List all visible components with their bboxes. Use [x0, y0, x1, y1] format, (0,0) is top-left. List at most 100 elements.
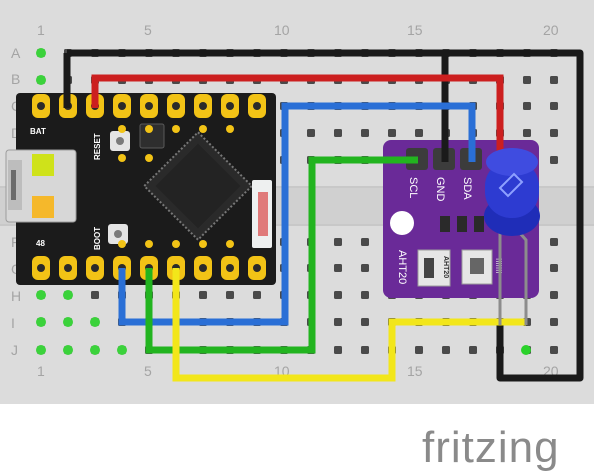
board-pad — [145, 240, 153, 248]
column-label-top-5: 5 — [144, 22, 152, 38]
row-label-i: I — [11, 315, 15, 331]
led-indicator-green — [32, 154, 54, 176]
breadboard-hole — [550, 102, 558, 110]
breadboard-hole — [253, 291, 261, 299]
silk-boot: BOOT — [93, 227, 102, 250]
connected-hole — [63, 290, 73, 300]
breadboard-hole — [226, 291, 234, 299]
breadboard-hole — [442, 346, 450, 354]
column-label-bottom-5: 5 — [144, 363, 152, 379]
pin-label-sda: SDA — [461, 177, 473, 200]
breadboard-hole — [550, 346, 558, 354]
breadboard-hole — [550, 291, 558, 299]
breadboard-hole — [361, 318, 369, 326]
breadboard-hole — [361, 129, 369, 137]
breadboard-hole — [334, 346, 342, 354]
connected-hole — [36, 317, 46, 327]
header-pin-hole — [226, 264, 234, 272]
chip-label: AHT20 — [442, 256, 449, 278]
breadboard-hole — [550, 238, 558, 246]
header-pin-hole — [199, 102, 207, 110]
breadboard-hole — [550, 264, 558, 272]
breadboard-hole — [361, 264, 369, 272]
header-pins — [32, 94, 266, 280]
breadboard-hole — [550, 156, 558, 164]
column-label-bottom-1: 1 — [37, 363, 45, 379]
led-indicator-orange — [32, 196, 54, 218]
header-pin-hole — [37, 264, 45, 272]
board-pad — [145, 125, 153, 133]
connected-hole — [36, 48, 46, 58]
board-pad — [226, 240, 234, 248]
header-pin-hole — [253, 264, 261, 272]
column-label-top-10: 10 — [274, 22, 290, 38]
breadboard-hole — [334, 238, 342, 246]
wire-yellow — [172, 268, 526, 382]
usb-connector — [5, 149, 77, 223]
breadboard-hole — [415, 129, 423, 137]
column-label-top-1: 1 — [37, 22, 45, 38]
header-pin-hole — [199, 264, 207, 272]
silk-reset: RESET — [93, 133, 102, 160]
connected-hole — [36, 75, 46, 85]
board-pad — [199, 240, 207, 248]
pin-label-gnd: GND — [434, 177, 446, 202]
board-pad — [118, 240, 126, 248]
header-pin-hole — [64, 264, 72, 272]
breadboard-hole — [550, 318, 558, 326]
connected-hole — [63, 317, 73, 327]
breadboard-hole — [523, 129, 531, 137]
fritzing-logo: fritzing — [422, 423, 560, 472]
board-pad — [118, 125, 126, 133]
board-pad — [118, 154, 126, 162]
pin-label-scl: SCL — [407, 177, 419, 198]
silk-bat: BAT — [30, 127, 46, 136]
header-pin-hole — [145, 102, 153, 110]
header-pin-hole — [172, 102, 180, 110]
breadboard-hole — [388, 129, 396, 137]
header-pin-hole — [226, 102, 234, 110]
silk-48: 48 — [36, 239, 45, 248]
column-label-top-20: 20 — [543, 22, 559, 38]
breadboard-hole — [361, 238, 369, 246]
row-label-f: F — [11, 234, 20, 250]
board-pad — [226, 125, 234, 133]
breadboard-hole — [469, 346, 477, 354]
microcontroller-board: BAT 48 RESET BOOT — [5, 93, 276, 285]
connected-hole — [117, 345, 127, 355]
header-pin-hole — [91, 264, 99, 272]
breadboard-hole — [550, 129, 558, 137]
breadboard-hole — [361, 346, 369, 354]
breadboard-hole — [334, 129, 342, 137]
breadboard-hole — [199, 291, 207, 299]
breadboard-hole — [334, 291, 342, 299]
row-label-a: A — [11, 45, 21, 61]
board-pad — [172, 240, 180, 248]
breadboard-hole — [91, 291, 99, 299]
board-pad — [145, 154, 153, 162]
breadboard-hole — [334, 318, 342, 326]
connected-hole — [90, 317, 100, 327]
breadboard-hole — [307, 129, 315, 137]
header-pin-hole — [118, 102, 126, 110]
blue-led — [484, 148, 540, 355]
breadboard-hole — [361, 291, 369, 299]
breadboard-hole — [523, 102, 531, 110]
breadboard-hole — [550, 76, 558, 84]
main-chip — [142, 130, 254, 242]
header-pin-hole — [37, 102, 45, 110]
breadboard-hole — [523, 76, 531, 84]
row-label-h: H — [11, 288, 21, 304]
wire-green — [145, 156, 418, 354]
connected-hole — [36, 290, 46, 300]
breadboard-hole — [334, 264, 342, 272]
connected-hole — [36, 345, 46, 355]
column-label-bottom-15: 15 — [407, 363, 423, 379]
breadboard-hole — [415, 346, 423, 354]
connected-hole — [90, 345, 100, 355]
board-pad — [199, 125, 207, 133]
header-pin-hole — [253, 102, 261, 110]
wire-red — [91, 74, 504, 162]
mounting-hole — [390, 211, 414, 235]
